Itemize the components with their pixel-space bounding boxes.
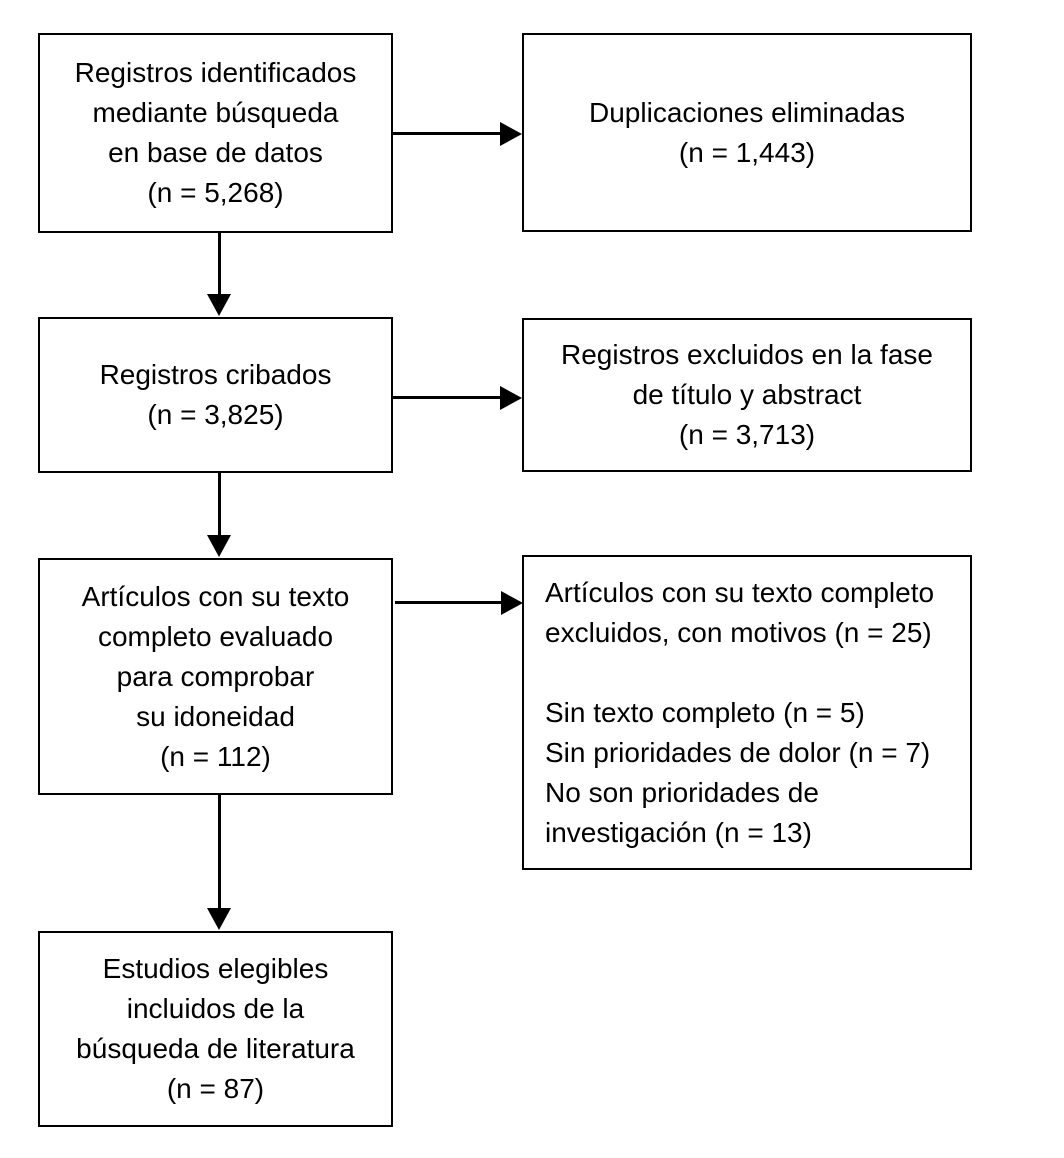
- arrow-shaft: [218, 473, 221, 536]
- box-records-screened: Registros cribados (n = 3,825): [38, 317, 393, 473]
- box-fulltext-excluded: Artículos con su texto completo excluido…: [522, 555, 972, 870]
- box-records-excluded-title-abstract: Registros excluidos en la fase de título…: [522, 318, 972, 472]
- arrow-down-icon: [207, 908, 231, 930]
- arrow-shaft: [395, 601, 502, 604]
- arrow-shaft: [393, 132, 501, 135]
- arrow-down-icon: [207, 294, 231, 316]
- arrow-shaft: [393, 396, 501, 399]
- arrow-shaft: [218, 233, 221, 295]
- box-fulltext-assessed: Artículos con su texto completo evaluado…: [38, 558, 393, 795]
- arrow-shaft: [218, 795, 221, 909]
- box-duplicates-removed: Duplicaciones eliminadas (n = 1,443): [522, 33, 972, 232]
- box-studies-included: Estudios elegibles incluidos de la búsqu…: [38, 931, 393, 1127]
- arrow-right-icon: [501, 591, 523, 615]
- arrow-right-icon: [500, 122, 522, 146]
- box-records-identified: Registros identificados mediante búsqued…: [38, 33, 393, 233]
- arrow-right-icon: [500, 386, 522, 410]
- arrow-down-icon: [207, 535, 231, 557]
